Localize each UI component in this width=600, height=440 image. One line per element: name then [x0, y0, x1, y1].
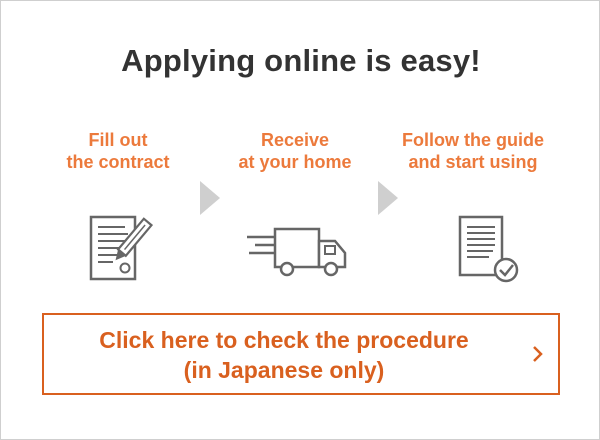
delivery-truck-icon: [245, 223, 349, 284]
step-2-label: Receive at your home: [205, 129, 385, 173]
page-title: Applying online is easy!: [121, 43, 481, 78]
cta-line1: Click here to check the procedure: [99, 327, 469, 353]
cta-line2: (in Japanese only): [183, 357, 385, 383]
check-procedure-button[interactable]: Click here to check the procedure (in Ja…: [42, 313, 560, 395]
contract-signing-icon: [87, 213, 159, 288]
step-3-label-line1: Follow the guide: [402, 130, 544, 150]
step-3-label: Follow the guide and start using: [383, 129, 563, 173]
step-1-label-line1: Fill out: [88, 130, 148, 150]
step-1-label-line2: the contract: [66, 152, 170, 172]
step-arrow-2: [378, 181, 398, 215]
document-check-icon: [457, 213, 521, 290]
step-2-label-line2: at your home: [238, 152, 352, 172]
step-3-label-line2: and start using: [408, 152, 538, 172]
step-1-label: Fill out the contract: [28, 129, 208, 173]
step-2-label-line1: Receive: [260, 130, 330, 150]
step-arrow-1: [200, 181, 220, 215]
chevron-right-icon: [532, 345, 544, 368]
check-procedure-label: Click here to check the procedure (in Ja…: [44, 325, 524, 385]
